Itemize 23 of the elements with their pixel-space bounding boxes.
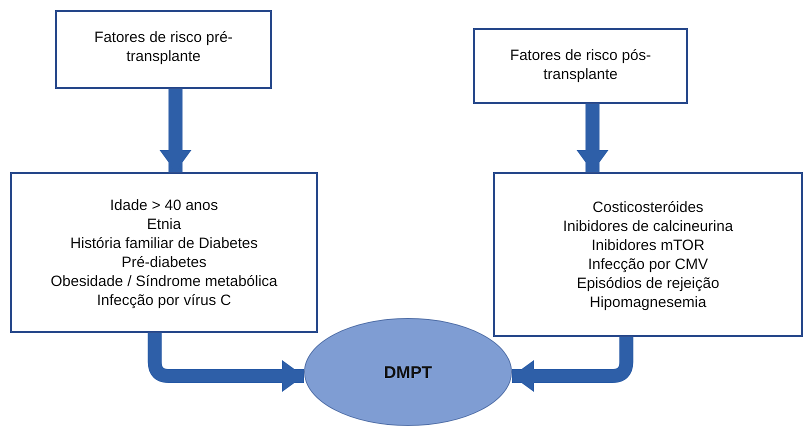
- node-text: Pré-diabetes: [121, 252, 207, 272]
- node-text: Inibidores de calcineurina: [562, 216, 734, 236]
- node-text: Infecção por vírus C: [96, 290, 232, 310]
- node-text: Hipomagnesemia: [590, 292, 706, 312]
- node-text: Fatores de risco pré-transplante: [93, 28, 234, 66]
- node-text: Costicosteróides: [592, 198, 704, 216]
- node-text: Obesidade / Síndrome metabólica: [50, 272, 278, 290]
- process-box: [473, 28, 688, 104]
- node-text: Fatores de risco pós-transplante: [509, 46, 652, 84]
- process-box: [55, 10, 272, 89]
- arrow: [512, 337, 634, 392]
- node-text: Idade > 40 anos: [110, 196, 218, 214]
- node-text: Inibidores mTOR: [591, 236, 705, 254]
- process-box: [493, 172, 803, 337]
- arrow: [160, 89, 192, 172]
- node-text: Infecção por CMV: [588, 254, 708, 274]
- arrow: [576, 104, 608, 172]
- node-text: História familiar de Diabetes: [70, 234, 258, 252]
- node-text: Episódios de rejeição: [576, 274, 720, 292]
- process-box: [10, 172, 318, 333]
- node-text: Etnia: [146, 214, 182, 234]
- node-text: DMPT: [384, 362, 432, 382]
- arrow: [148, 333, 304, 392]
